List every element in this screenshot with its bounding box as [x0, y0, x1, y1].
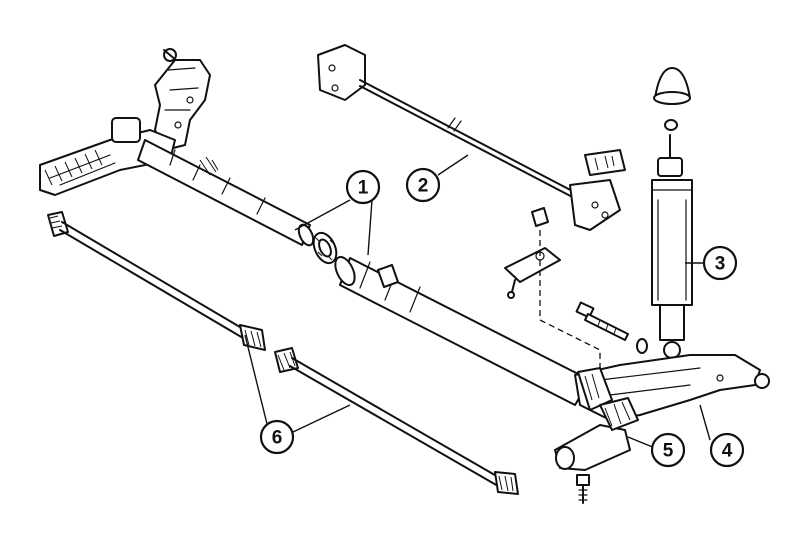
callout-3-label: 3 — [715, 254, 726, 275]
left-trailing-arm — [39, 48, 315, 247]
assembly-line — [539, 230, 601, 380]
callout-2-label: 2 — [418, 176, 429, 197]
callout-3: 3 — [702, 245, 738, 281]
mount-plate — [504, 207, 561, 299]
callout-1-label: 1 — [358, 178, 369, 199]
callout-4: 4 — [709, 432, 745, 468]
callout-1: 1 — [345, 169, 381, 205]
shock-absorber — [651, 67, 693, 359]
callout-5: 5 — [650, 432, 686, 468]
mounting-bolt — [575, 301, 648, 354]
crossbeam-tube — [334, 255, 591, 406]
callout-6-label: 6 — [272, 428, 283, 449]
torsion-bar-upper — [47, 211, 266, 351]
leader-lines — [244, 154, 711, 449]
tie-rod — [317, 44, 626, 231]
callout-2: 2 — [405, 167, 441, 203]
callout-5-label: 5 — [663, 441, 674, 462]
callout-4-label: 4 — [722, 441, 733, 462]
bearing-ring — [312, 231, 338, 265]
torsion-bar-lower — [274, 347, 519, 495]
callout-6: 6 — [259, 419, 295, 455]
hub-bracket — [554, 397, 639, 504]
